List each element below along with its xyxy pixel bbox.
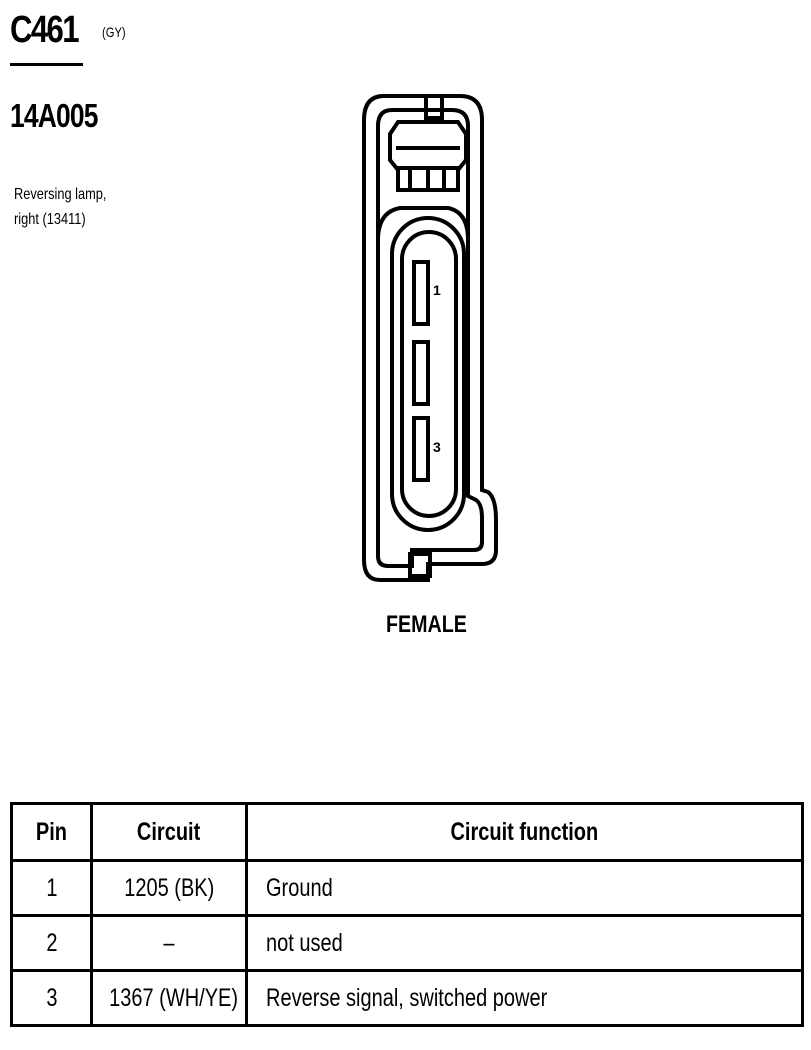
circuit-cell: 1205 (BK) xyxy=(90,859,248,917)
circuit-column-header: Circuit xyxy=(90,802,248,862)
pin-2-terminal xyxy=(412,340,430,406)
pin-number-cell: 2 xyxy=(10,914,93,972)
pin-3-label: 3 xyxy=(433,439,441,455)
circuit-function-cell: not used xyxy=(245,914,804,972)
housing-outer xyxy=(362,94,498,582)
circuit-cell: 1367 (WH/YE) xyxy=(90,969,248,1027)
circuit-function-cell: Ground xyxy=(245,859,804,917)
connector-description: Reversing lamp, right (13411) xyxy=(14,186,107,228)
title-underline xyxy=(10,63,83,66)
pin-table-header-row: Pin Circuit Circuit function xyxy=(10,802,804,862)
housing-inner xyxy=(376,108,484,568)
pin-number-cell: 3 xyxy=(10,969,93,1027)
connector-gender-label: FEMALE xyxy=(386,611,467,638)
pin-3-terminal xyxy=(412,416,430,482)
table-row: 2 – not used xyxy=(10,914,804,972)
table-row: 3 1367 (WH/YE) Reverse signal, switched … xyxy=(10,969,804,1027)
pin-cavity-inner xyxy=(400,230,458,518)
housing-bottom-tab xyxy=(408,552,432,578)
latch-top-tab xyxy=(424,94,444,120)
pin-table: Pin Circuit Circuit function 1 1205 (BK)… xyxy=(10,802,804,1027)
pin-number-cell: 1 xyxy=(10,859,93,917)
circuit-function-column-header: Circuit function xyxy=(245,802,804,862)
pin-1-label: 1 xyxy=(433,282,441,298)
circuit-cell: – xyxy=(90,914,248,972)
latch-body xyxy=(388,120,468,192)
pin-cavity-outer xyxy=(390,216,466,532)
connector-id: C461 xyxy=(10,9,80,51)
part-number: 14A005 xyxy=(10,97,98,134)
pin-1-terminal xyxy=(412,260,430,326)
connector-face-diagram: 1 3 xyxy=(362,94,498,582)
pin-column-header: Pin xyxy=(10,802,93,862)
table-row: 1 1205 (BK) Ground xyxy=(10,859,804,917)
connector-color-code: (GY) xyxy=(102,24,126,40)
circuit-function-cell: Reverse signal, switched power xyxy=(245,969,804,1027)
cavity-shoulder xyxy=(376,206,470,241)
